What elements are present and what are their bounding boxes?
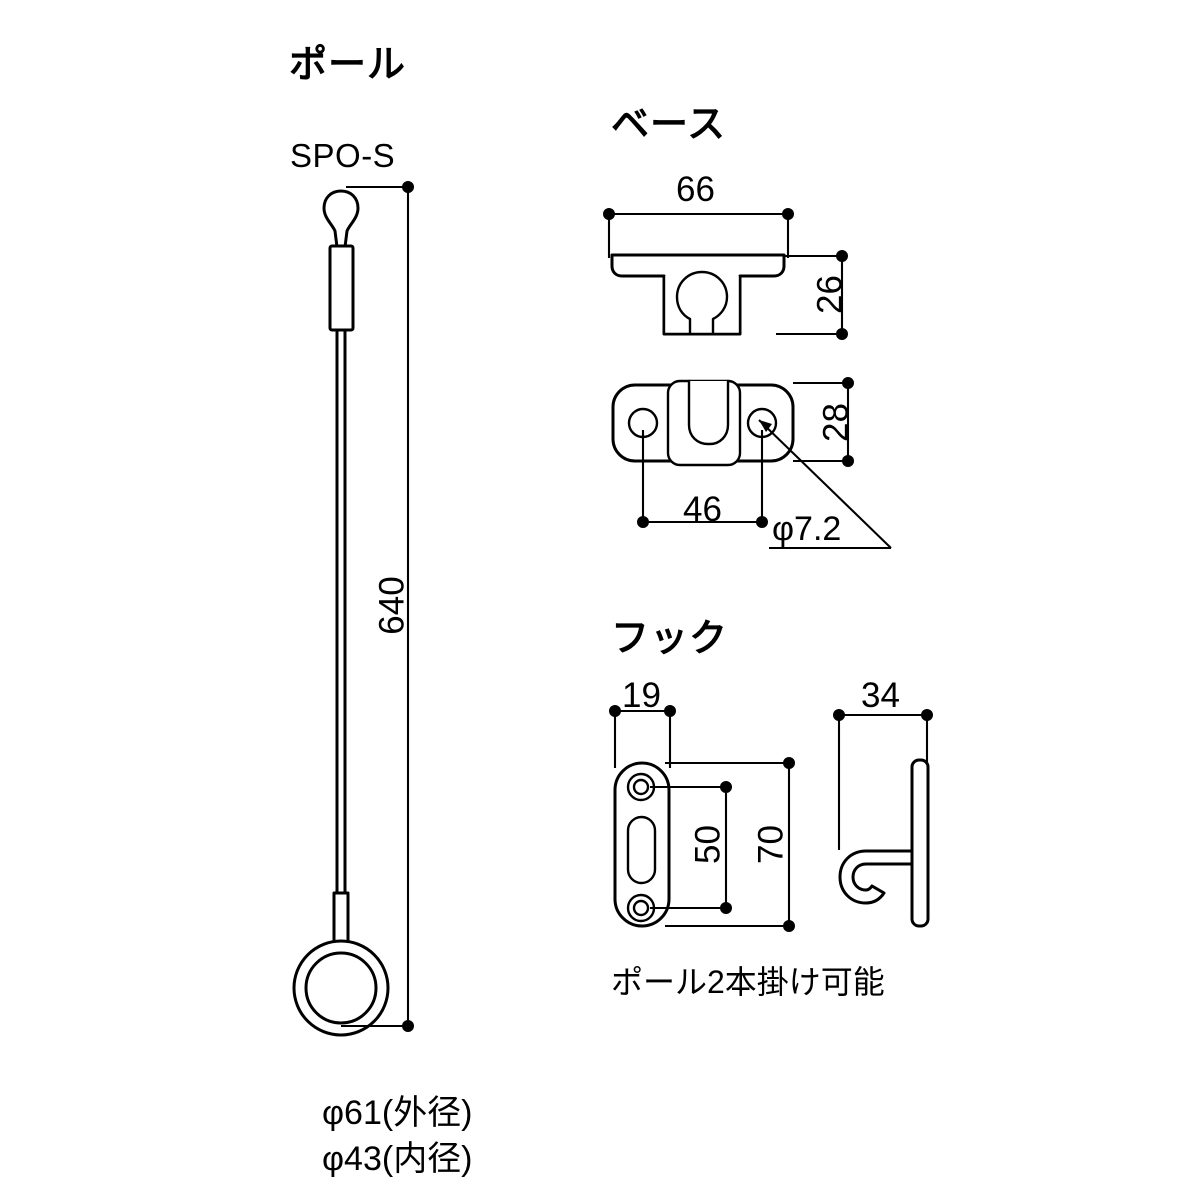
- base-dim-dot-left-46: [637, 516, 649, 528]
- base-height-dimension-label: 28: [816, 403, 856, 442]
- pole-dim-dot-bottom: [402, 1020, 414, 1032]
- hook-usage-note: ポール2本掛け可能: [611, 964, 885, 1000]
- hook-front-hole-bottom-inner: [632, 899, 650, 917]
- pole-dim-dot-top: [402, 181, 414, 193]
- pole-outer-diameter-label: φ61(外径): [322, 1094, 473, 1132]
- hook-front-view-drawing: [609, 705, 795, 932]
- pole-collar-shape: [328, 244, 355, 332]
- base-hole-diameter-label: φ7.2: [772, 510, 842, 548]
- hook-dim-dot-left-34: [833, 709, 845, 721]
- base-dim-dot-top-26: [836, 250, 848, 262]
- base-dim-dot-bottom-26: [836, 328, 848, 340]
- hook-dim-dot-bottom-50: [720, 902, 732, 914]
- base-dim-dot-top-28: [842, 377, 854, 389]
- hook-dim-dot-bottom-70: [783, 920, 795, 932]
- pole-section-heading: ポール: [289, 44, 407, 86]
- hook-hole-spacing-dimension-label: 50: [688, 825, 728, 864]
- pole-length-dimension-label: 640: [372, 576, 412, 635]
- hook-side-backplate-shape: [910, 758, 930, 928]
- hook-section-heading: フック: [611, 618, 729, 660]
- base-dim-dot-bottom-28: [842, 455, 854, 467]
- base-dim-dot-right-66: [782, 208, 794, 220]
- pole-ring-inner: [304, 951, 378, 1025]
- hook-dim-dot-right-34: [921, 709, 933, 721]
- base-depth-dimension-label: 26: [810, 275, 850, 314]
- base-dim-dot-left-66: [603, 208, 615, 220]
- base-hole-leader-arrowhead: [759, 420, 772, 432]
- base-front-view-drawing: [611, 377, 892, 550]
- base-hole-leader-diagonal: [758, 419, 892, 549]
- base-hole-spacing-dimension-label: 46: [683, 490, 722, 529]
- hook-front-slot-shape: [626, 815, 657, 885]
- hook-dim-dot-left-19: [609, 705, 621, 717]
- pole-inner-diameter-label: φ43(内径): [322, 1140, 473, 1178]
- base-width-dimension-label: 66: [676, 170, 715, 209]
- pole-model-label: SPO-S: [290, 137, 396, 174]
- hook-side-view-drawing: [833, 709, 933, 928]
- hook-dim-dot-top-50: [720, 781, 732, 793]
- pole-top-cap-shape: [322, 189, 360, 249]
- base-side-view-drawing: [603, 208, 848, 340]
- hook-projection-dimension-label: 34: [861, 676, 900, 715]
- base-side-keyhole-shape: [675, 270, 729, 336]
- hook-dim-dot-right-19: [664, 705, 676, 717]
- base-dim-dot-right-46: [756, 516, 768, 528]
- hook-plate-width-dimension-label: 19: [622, 676, 661, 715]
- base-section-heading: ベース: [611, 104, 727, 146]
- pole-lower-collar-shape: [332, 891, 350, 947]
- hook-plate-height-dimension-label: 70: [751, 825, 791, 864]
- hook-front-hole-top-inner: [632, 778, 650, 796]
- hook-dim-dot-top-70: [783, 757, 795, 769]
- pole-shaft-shape: [335, 328, 347, 895]
- base-front-slot-shape: [687, 379, 730, 446]
- pole-drawing: [292, 181, 414, 1037]
- hook-side-arm-shape: [838, 849, 914, 905]
